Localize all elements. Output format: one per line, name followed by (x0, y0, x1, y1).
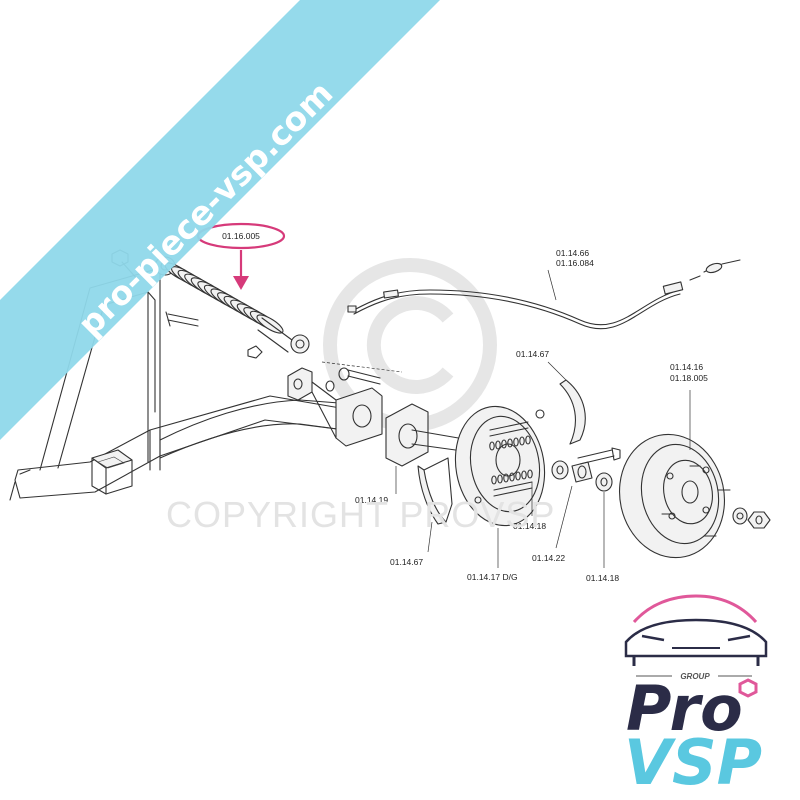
callout-shock-absorber: 01.16.005 (222, 231, 260, 241)
callout-cable-b: 01.16.084 (556, 258, 594, 268)
site-banner: pro-piece-vsp.com (0, 0, 440, 440)
return-spring-coil (519, 436, 525, 446)
callout-shoe-top: 01.14.67 (516, 349, 549, 359)
callout-washer: 01.14.22 (532, 553, 565, 563)
callout-hub-flange: 01.14.19 (355, 495, 388, 505)
callout-drum-b: 01.18.005 (670, 373, 708, 383)
hex-nut-icon (738, 678, 758, 698)
mounting-bracket (287, 361, 403, 447)
brake-shoe-top (547, 361, 586, 445)
brake-shoe-bottom (417, 457, 453, 553)
return-spring-coil (497, 474, 503, 484)
callout-backplate: 01.14.17 D/G (467, 572, 518, 582)
logo-pro-text: Pro (626, 672, 743, 745)
return-spring-coil (491, 475, 497, 485)
stud-bolt (577, 447, 621, 465)
return-spring-coil (525, 435, 531, 445)
return-spring-coil (503, 473, 509, 483)
brake-drum (618, 390, 731, 559)
return-spring-coil (515, 471, 521, 481)
wheel-nut (732, 507, 771, 529)
return-spring-coil (489, 441, 495, 451)
spacer-left (531, 460, 569, 516)
shock-callout: 01.16.005 (196, 222, 286, 290)
logo-group-text: GROUP (680, 672, 710, 681)
return-spring-coil (521, 470, 527, 480)
return-spring-coil (513, 437, 519, 447)
handbrake-cable (347, 259, 741, 330)
washer (555, 461, 593, 549)
return-spring-coil (495, 440, 501, 450)
hub-flange (385, 403, 475, 494)
callout-cable-a: 01.14.66 (556, 248, 589, 258)
callout-drum-a: 01.14.16 (670, 362, 703, 372)
callout-shoe-bottom: 01.14.67 (390, 557, 423, 567)
return-spring-coil (527, 469, 533, 479)
copyright-watermark-text: COPYRIGHT PROVSP (166, 494, 555, 535)
shock-absorber (154, 256, 310, 359)
chassis-frame (9, 249, 353, 501)
return-spring-coil (509, 472, 515, 482)
provsp-logo: GROUP Pro VSP (624, 594, 768, 799)
car-silhouette-icon (624, 594, 768, 666)
logo-vsp-text: VSP (624, 726, 762, 799)
callout-spacer-left: 01.14.18 (513, 521, 546, 531)
return-spring-coil (501, 439, 507, 449)
return-spring-coil (507, 438, 513, 448)
brake-backplate (454, 405, 546, 568)
callout-spacer-right: 01.14.18 (586, 573, 619, 583)
spacer-right (595, 472, 613, 568)
